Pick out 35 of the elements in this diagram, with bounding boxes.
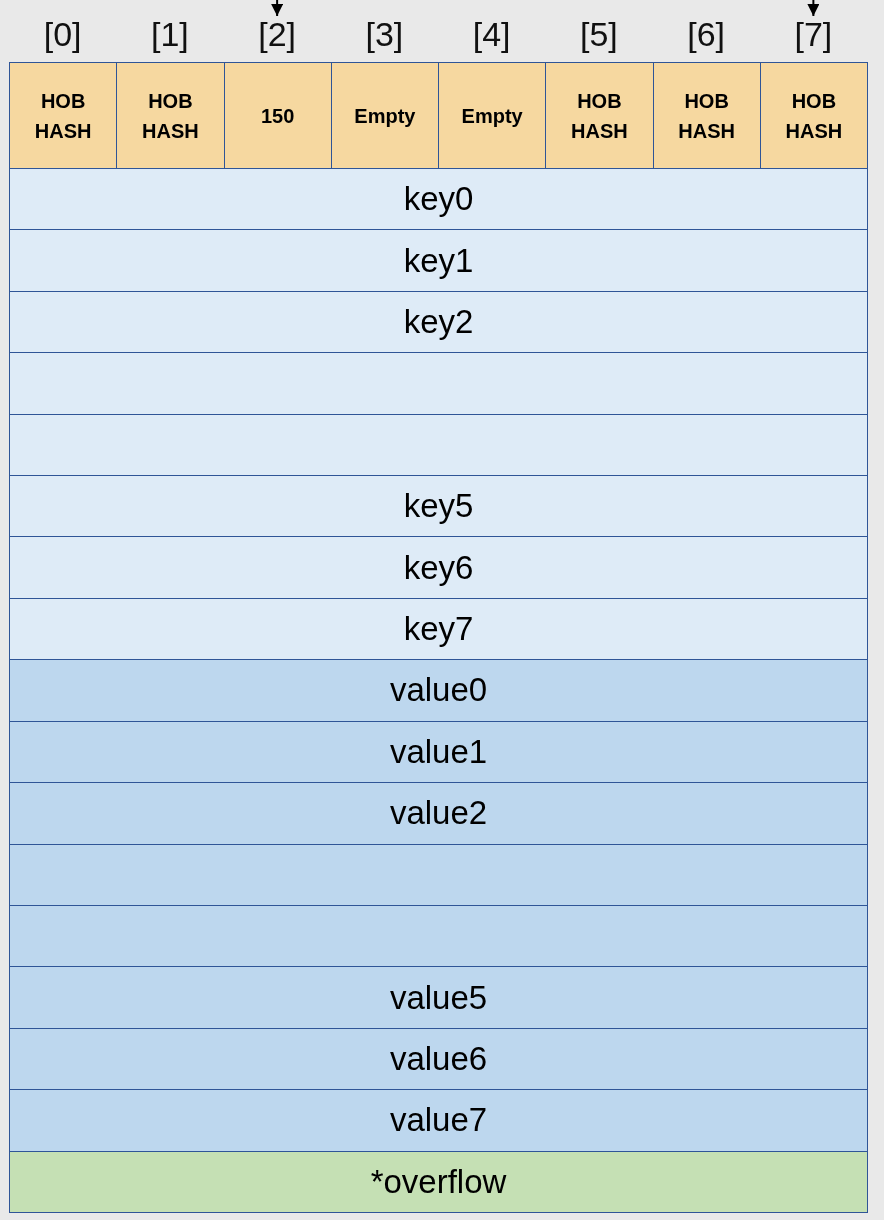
value-slot: value1 — [9, 720, 868, 784]
index-label: [0] — [43, 16, 82, 52]
key-slot: key1 — [9, 229, 868, 292]
overflow-pointer-slot: *overflow — [9, 1150, 868, 1213]
empty-value-slot — [9, 843, 868, 906]
key-slot: key2 — [9, 290, 868, 354]
value-slot: value0 — [9, 659, 868, 722]
value-slot: value7 — [9, 1089, 868, 1152]
tophash-cell: 150 — [223, 62, 332, 169]
key-slot: key7 — [9, 597, 868, 661]
index-label: [5] — [579, 16, 618, 52]
value-slot: value5 — [9, 966, 868, 1029]
arrow — [271, 0, 284, 17]
key-slot: key6 — [9, 536, 868, 599]
key-slot: key0 — [9, 168, 868, 231]
tophash-cell: Empty — [438, 62, 547, 169]
tophash-cell: HOB HASH — [652, 62, 761, 169]
key-slot: key5 — [9, 475, 868, 538]
tophash-cell: HOB HASH — [545, 62, 654, 169]
index-label: [4] — [472, 16, 511, 52]
value-slot: value6 — [9, 1027, 868, 1091]
tophash-cell: HOB HASH — [759, 62, 868, 169]
tophash-cell: HOB HASH — [9, 62, 118, 169]
index-label: [1] — [150, 16, 189, 52]
index-label: [3] — [365, 16, 404, 52]
empty-key-slot — [9, 413, 868, 477]
index-label: [2] — [258, 16, 297, 52]
empty-value-slot — [9, 904, 868, 968]
empty-key-slot — [9, 352, 868, 415]
tophash-cell: HOB HASH — [116, 62, 225, 169]
index-label: [7] — [794, 16, 833, 52]
tophash-cell: Empty — [330, 62, 439, 169]
value-slot: value2 — [9, 782, 868, 845]
index-label: [6] — [687, 16, 726, 52]
arrow — [807, 0, 820, 17]
